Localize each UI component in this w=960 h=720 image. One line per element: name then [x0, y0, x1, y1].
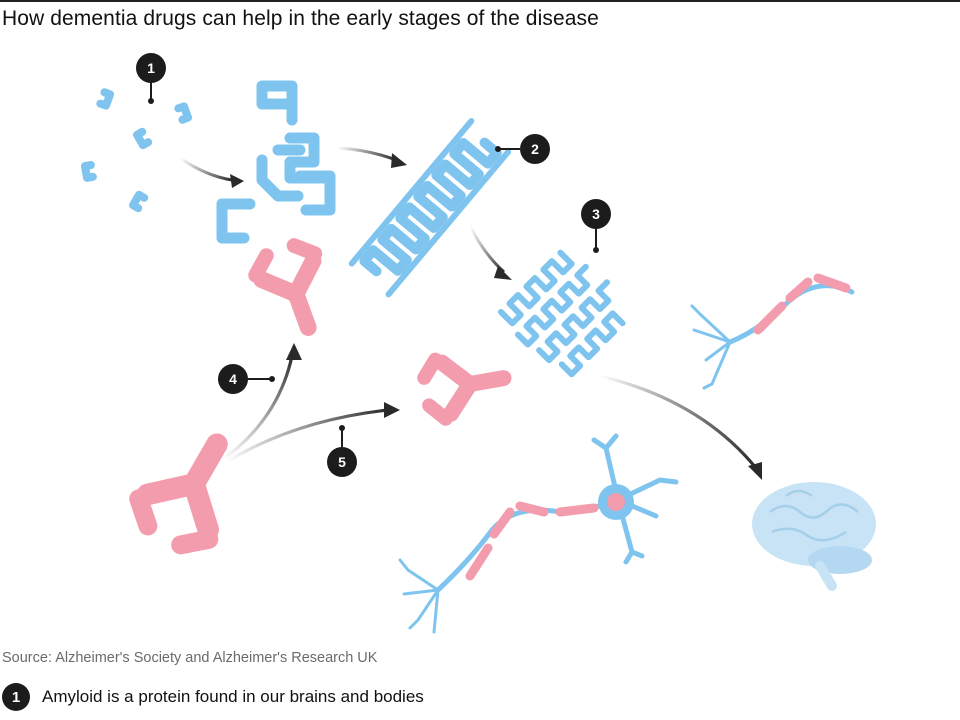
- arrow: [179, 146, 762, 480]
- caption: 1 Amyloid is a protein found in our brai…: [2, 682, 424, 712]
- marker-3-label: 3: [592, 206, 600, 222]
- amyloid-oligomer-icon: [216, 80, 336, 244]
- marker-1-label: 1: [147, 60, 155, 76]
- page-title: How dementia drugs can help in the early…: [2, 7, 599, 30]
- amyloid-plaque-icon: [497, 249, 626, 378]
- top-rule: [0, 0, 960, 2]
- marker-4: 4: [218, 364, 275, 394]
- antibody-icon: [129, 240, 508, 556]
- neuron-icon: [398, 273, 855, 634]
- brain-icon: [752, 482, 876, 591]
- marker-5-label: 5: [338, 454, 346, 470]
- marker-1: 1: [136, 53, 166, 104]
- marker-4-label: 4: [229, 371, 237, 387]
- caption-number-badge: 1: [2, 683, 30, 711]
- caption-text: Amyloid is a protein found in our brains…: [42, 687, 424, 706]
- marker-3: 3: [581, 199, 611, 253]
- amyloid-monomer-icon: [85, 92, 188, 208]
- marker-5: 5: [327, 425, 357, 477]
- marker-2-label: 2: [531, 141, 539, 157]
- marker-2: 2: [495, 134, 550, 164]
- source-note: Source: Alzheimer's Society and Alzheime…: [2, 650, 378, 666]
- amyloid-fibril-icon: [348, 118, 512, 298]
